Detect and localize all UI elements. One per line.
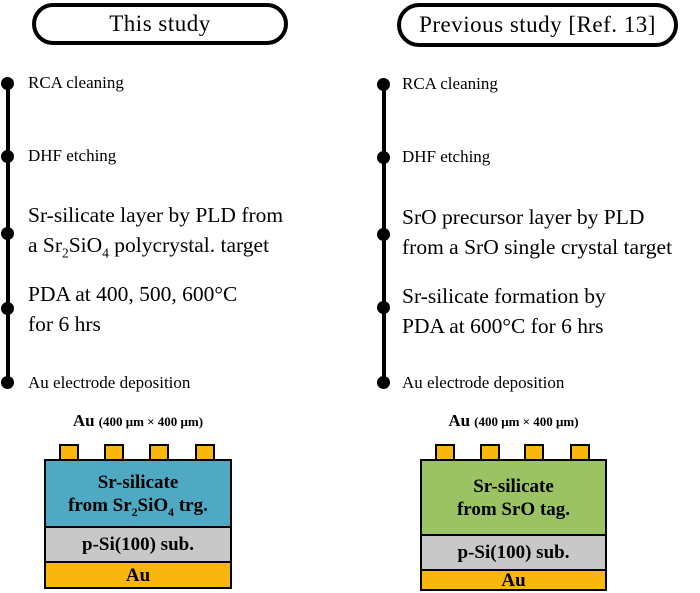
step-right-pda: Sr-silicate formation by PDA at 600°C fo… [402, 281, 606, 341]
device-right-silicate-line1: Sr-silicate [473, 475, 554, 497]
device-right-layer-silicate: Sr-silicate from SrO tag. [420, 459, 607, 536]
subscript-4: 4 [168, 505, 175, 519]
device-right-electrode-label: Au (400 μm × 400 μm) [420, 411, 607, 431]
step-right-rca: RCA cleaning [402, 74, 498, 93]
timeline-right-node-3 [377, 228, 390, 241]
device-left-silicate-line1: Sr-silicate [97, 471, 179, 493]
step-left-pld: Sr-silicate layer by PLD from a Sr2SiO4 … [28, 200, 283, 260]
device-left-silicate-line2a: from Sr [68, 494, 132, 516]
step-right-pld: SrO precursor layer by PLD from a SrO si… [402, 202, 672, 262]
step-left-pld-line2c: polycrystal. target [108, 233, 270, 257]
device-left-layer-au: Au [44, 561, 232, 589]
device-right-dims-text: (400 μm × 400 μm) [474, 414, 579, 429]
device-right-au-text: Au [448, 411, 471, 430]
timeline-right-node-1 [377, 78, 390, 91]
title-previous-study: Previous study [Ref. 13] [397, 3, 678, 47]
timeline-right-node-5 [377, 376, 390, 389]
step-left-pld-line2b: SiO [68, 233, 103, 257]
step-left-pda-line2: for 6 hrs [28, 312, 101, 336]
step-left-pda-line1: PDA at 400, 500, 600°C [28, 282, 238, 306]
device-right-silicate-line2: from SrO tag. [456, 498, 571, 520]
device-right-substrate-label: p-Si(100) sub. [457, 542, 570, 563]
title-this-study-label: This study [109, 11, 211, 36]
device-left-layer-substrate: p-Si(100) sub. [44, 526, 232, 563]
step-right-pld-line1: SrO precursor layer by PLD [402, 205, 645, 229]
step-left-pld-line2a: a Sr [28, 233, 63, 257]
step-left-dhf: DHF etching [28, 146, 117, 165]
subscript-4: 4 [102, 245, 109, 261]
device-left-electrode-label: Au (400 μm × 400 μm) [44, 411, 232, 431]
device-right-au-label: Au [501, 569, 526, 591]
device-right-layer-substrate: p-Si(100) sub. [420, 534, 607, 571]
step-right-pda-line1: Sr-silicate formation by [402, 284, 606, 308]
timeline-left-node-3 [1, 227, 14, 240]
device-left-au-text: Au [72, 411, 95, 430]
title-this-study: This study [32, 3, 288, 45]
device-left-silicate-line2b: SiO [137, 494, 169, 516]
device-left-silicate-line2c: trg. [174, 494, 208, 516]
device-left-substrate-label: p-Si(100) sub. [82, 534, 194, 555]
step-left-pld-line1: Sr-silicate layer by PLD from [28, 203, 284, 227]
timeline-left-node-1 [1, 77, 14, 90]
subscript-2: 2 [62, 245, 69, 261]
device-right-stack: Sr-silicate from SrO tag. p-Si(100) sub.… [420, 459, 607, 591]
step-left-pda: PDA at 400, 500, 600°C for 6 hrs [28, 279, 237, 339]
title-previous-study-label: Previous study [Ref. 13] [419, 12, 656, 37]
timeline-left-node-5 [1, 376, 14, 389]
timeline-left-node-4 [1, 302, 14, 315]
device-left-stack: Sr-silicate from Sr2SiO4 trg. p-Si(100) … [44, 459, 232, 589]
timeline-left-node-2 [1, 150, 14, 163]
step-left-au: Au electrode deposition [28, 373, 191, 392]
step-right-pld-line2: from a SrO single crystal target [402, 235, 673, 259]
timeline-right-node-2 [377, 151, 390, 164]
subscript-2: 2 [131, 505, 138, 519]
device-left-dims-text: (400 μm × 400 μm) [98, 414, 204, 429]
timeline-right-node-4 [377, 301, 390, 314]
step-right-pda-line2: PDA at 600°C for 6 hrs [402, 314, 604, 338]
step-left-rca: RCA cleaning [28, 73, 124, 92]
device-left-au-label: Au [125, 564, 151, 586]
device-right-layer-au: Au [420, 569, 607, 591]
device-left-layer-silicate: Sr-silicate from Sr2SiO4 trg. [44, 459, 232, 528]
step-right-au: Au electrode deposition [402, 373, 565, 392]
step-right-dhf: DHF etching [402, 147, 491, 166]
